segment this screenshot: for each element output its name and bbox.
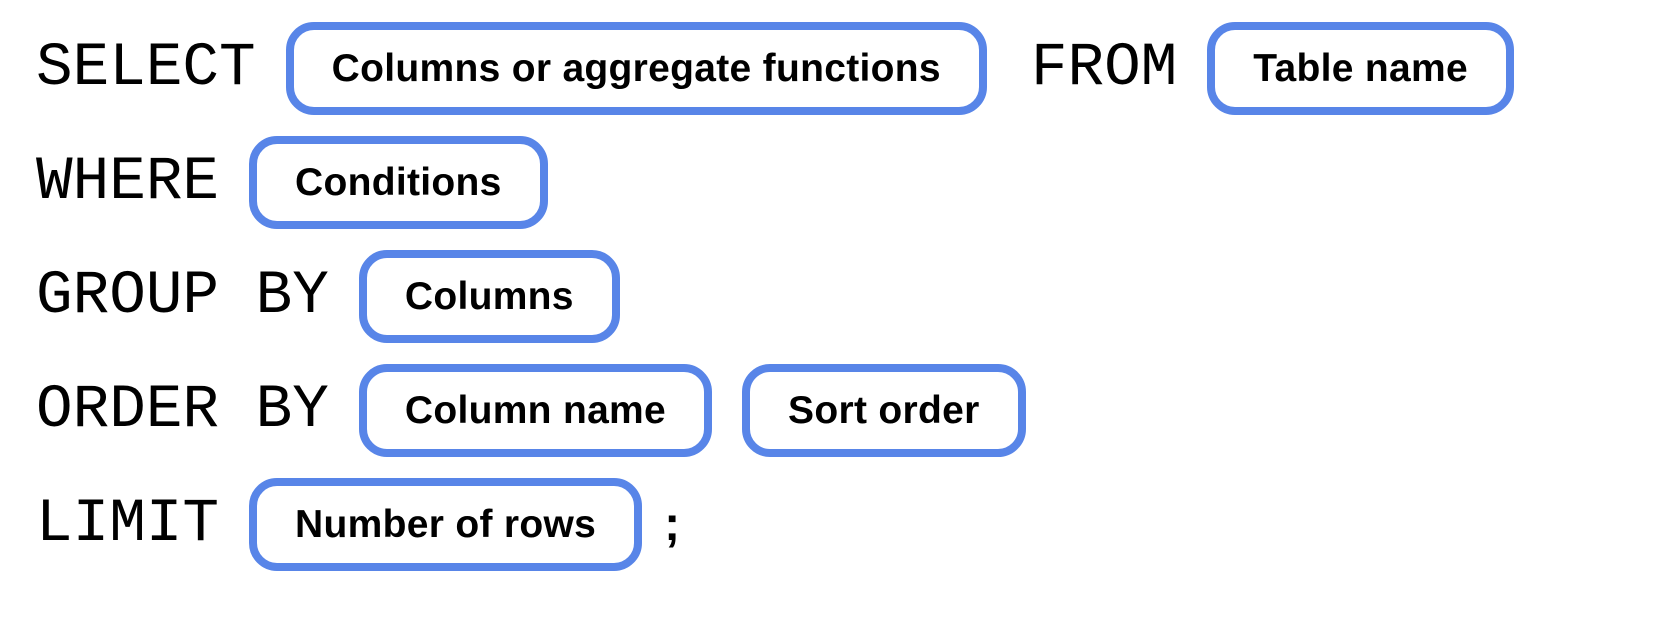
keyword-select: SELECT xyxy=(36,34,256,103)
placeholder-pill-columns-or-aggregate-functions: Columns or aggregate functions xyxy=(285,22,987,115)
keyword-where: WHERE xyxy=(36,148,220,217)
placeholder-pill-number-of-rows: Number of rows xyxy=(249,478,643,571)
sql-clause-row-limit: LIMIT Number of rows ; xyxy=(36,478,1668,571)
placeholder-pill-table-name: Table name xyxy=(1207,22,1514,115)
placeholder-pill-column-name: Column name xyxy=(358,364,713,457)
keyword-order-by: ORDER BY xyxy=(36,376,329,445)
sql-clause-row-where: WHERE Conditions xyxy=(36,136,1668,229)
keyword-limit: LIMIT xyxy=(36,490,220,559)
statement-terminator-semicolon: ; xyxy=(664,498,681,551)
sql-clause-row-select: SELECT Columns or aggregate functions FR… xyxy=(36,22,1668,115)
placeholder-pill-columns: Columns xyxy=(358,250,620,343)
sql-clause-row-group-by: GROUP BY Columns xyxy=(36,250,1668,343)
sql-clause-row-order-by: ORDER BY Column name Sort order xyxy=(36,364,1668,457)
keyword-from: FROM xyxy=(1030,34,1178,103)
placeholder-pill-conditions: Conditions xyxy=(249,136,548,229)
keyword-group-by: GROUP BY xyxy=(36,262,329,331)
placeholder-pill-sort-order: Sort order xyxy=(742,364,1026,457)
